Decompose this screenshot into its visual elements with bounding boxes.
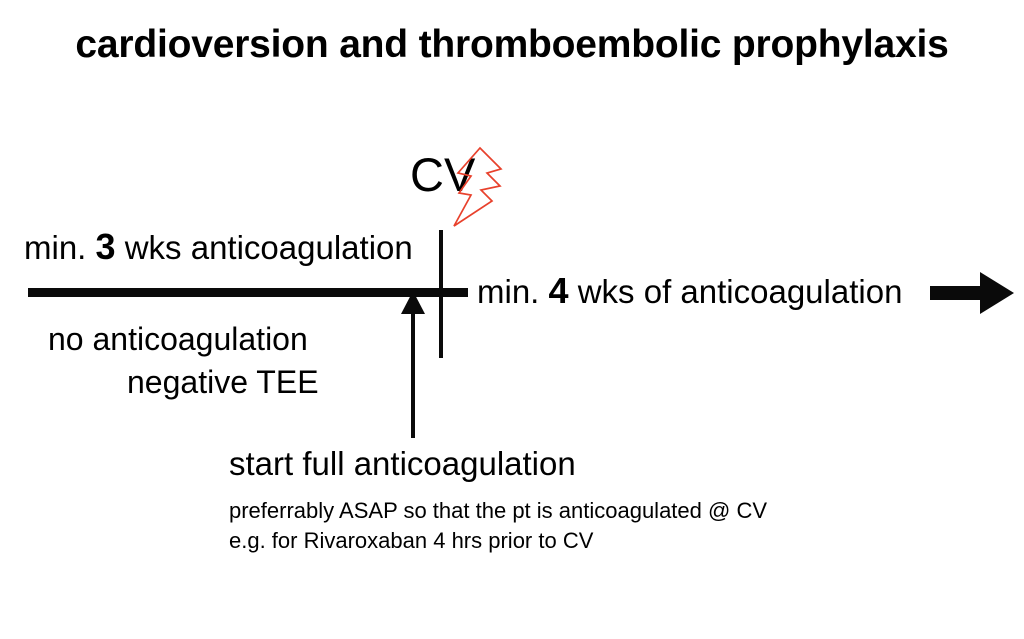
cardioversion-divider-line — [439, 230, 443, 358]
timeline-bar — [28, 288, 468, 297]
post-cv-weeks-number: 4 — [548, 270, 569, 311]
pre-cv-anticoagulation-label: min. 3 wks anticoagulation — [24, 228, 413, 267]
start-full-anticoagulation-label: start full anticoagulation — [229, 445, 576, 482]
page-title: cardioversion and thromboembolic prophyl… — [75, 23, 949, 66]
pre-cv-suffix: wks anticoagulation — [124, 229, 413, 266]
right-arrow-icon — [928, 268, 1016, 318]
post-cv-anticoagulation-label: min. 4 wks of anticoagulation — [477, 272, 902, 311]
post-cv-prefix: min. — [477, 273, 540, 310]
up-arrow-svg — [401, 291, 425, 438]
callout-notes: preferrably ASAP so that the pt is antic… — [229, 496, 767, 556]
no-anticoagulation-label: no anticoagulation — [48, 321, 308, 357]
right-arrow-svg — [930, 272, 1014, 314]
lightning-bolt-icon — [449, 145, 509, 229]
post-cv-suffix: wks of anticoagulation — [577, 273, 903, 310]
pre-cv-prefix: min. — [24, 229, 87, 266]
negative-tee-label: negative TEE — [127, 364, 319, 400]
callout-note-line-1: preferrably ASAP so that the pt is antic… — [229, 498, 768, 523]
callout-note-line-2: e.g. for Rivaroxaban 4 hrs prior to CV — [229, 528, 594, 553]
pre-cv-weeks-number: 3 — [95, 226, 116, 267]
lightning-bolt-svg — [453, 146, 503, 227]
up-arrow-icon — [396, 290, 430, 440]
